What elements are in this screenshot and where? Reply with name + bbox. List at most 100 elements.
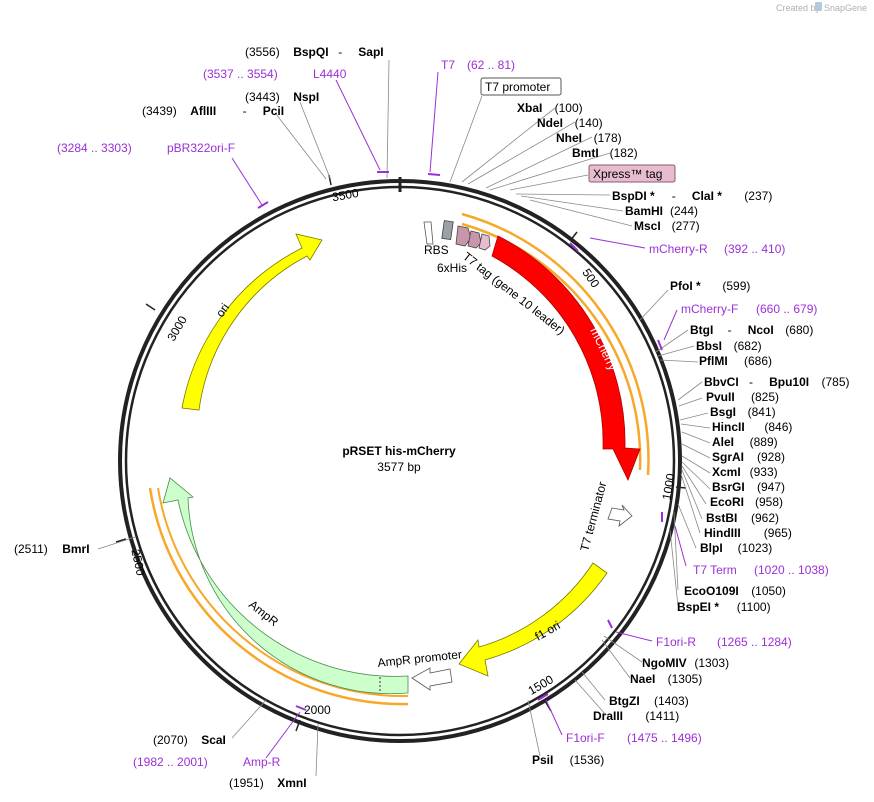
site-label[interactable]: BbsI(682) — [696, 339, 762, 353]
primer-name: mCherry-R — [649, 242, 708, 256]
brand-text: SnapGene — [824, 3, 867, 13]
site-label[interactable]: BspEI *(1100) — [677, 600, 771, 614]
site-position: (1050) — [751, 584, 786, 598]
site-label[interactable]: XcmI(933) — [712, 465, 778, 479]
ori-feature[interactable] — [181, 233, 323, 411]
site-label[interactable]: (3439)AflIII - PciI — [142, 104, 284, 118]
site-label[interactable]: BtgI - NcoI(680) — [690, 323, 813, 337]
site-label[interactable]: (2070)ScaI — [153, 733, 226, 747]
ori-label: ori — [213, 301, 232, 320]
primer-label[interactable]: mCherry-R (392 .. 410) — [649, 242, 785, 256]
site-position: (928) — [757, 450, 785, 464]
primer-label[interactable]: (3284 .. 3303)pBR322ori-F — [57, 141, 235, 155]
site-name: NgoMIV — [642, 656, 687, 670]
6xhis-feature[interactable] — [467, 230, 482, 249]
ampr-highlight — [148, 487, 409, 706]
site-label[interactable]: DraIII(1411) — [593, 709, 679, 723]
primer-label[interactable]: T7 Term(1020 .. 1038) — [693, 563, 829, 577]
t7-terminator-feature[interactable] — [607, 504, 633, 527]
primer-range: (392 .. 410) — [724, 242, 785, 256]
site-name: NdeI — [537, 116, 563, 130]
site-label[interactable]: (3556)BspQI - SapI — [245, 45, 384, 59]
site-name: SapI — [358, 45, 383, 59]
site-label[interactable]: BsrGI(947) — [712, 480, 785, 494]
t7-promoter-arrow[interactable] — [423, 221, 434, 245]
site-name: SgrAI — [712, 450, 744, 464]
xpress-tag-label: Xpress™ tag — [593, 167, 662, 181]
site-name: BstBI — [706, 511, 737, 525]
site-separator: - — [672, 189, 676, 203]
site-label[interactable]: EcoRI(958) — [710, 495, 783, 509]
site-label[interactable]: (1951)XmnI — [229, 776, 307, 790]
site-label[interactable]: PsiI(1536) — [532, 753, 604, 767]
t7-promoter-box[interactable] — [480, 77, 562, 96]
site-name: XcmI — [712, 465, 741, 479]
site-name: AflIII — [190, 104, 216, 118]
site-label[interactable]: HincII(846) — [712, 420, 792, 434]
f1-ori-feature[interactable] — [458, 562, 608, 677]
primer-name: mCherry-F — [681, 302, 738, 316]
xpress-tag-feature[interactable] — [478, 233, 491, 251]
site-name: NaeI — [630, 672, 655, 686]
site-label[interactable]: BamHI(244) — [625, 204, 698, 218]
site-label[interactable]: MscI(277) — [634, 219, 700, 233]
site-label[interactable]: SgrAI (928) — [712, 450, 785, 464]
mcherry-feature[interactable] — [491, 235, 641, 482]
site-label[interactable]: PvuII(825) — [706, 390, 779, 404]
site-label[interactable]: BlpI(1023) — [700, 541, 772, 555]
mcherry-highlight — [461, 212, 650, 476]
primer-marks — [257, 171, 663, 711]
site-name: NcoI — [748, 323, 774, 337]
primer-range: (3537 .. 3554) — [203, 67, 278, 81]
site-position: (1303) — [694, 656, 729, 670]
site-label[interactable]: BtgZI(1403) — [609, 694, 689, 708]
created-by-text: Created by — [776, 3, 821, 13]
site-name: BtgI — [690, 323, 713, 337]
site-position: (599) — [722, 279, 750, 293]
ampr-feature[interactable] — [162, 477, 409, 695]
primer-lines — [231, 71, 687, 759]
site-name: ClaI * — [692, 189, 722, 203]
site-label[interactable]: BspDI * - ClaI *(237) — [612, 189, 772, 203]
primer-range: (1982 .. 2001) — [133, 755, 208, 769]
site-label[interactable]: PfoI * (599) — [670, 279, 750, 293]
site-label[interactable]: BsgI(841) — [710, 405, 776, 419]
site-position: (2070) — [153, 733, 188, 747]
primer-label[interactable]: (3537 .. 3554)L4440 — [203, 67, 347, 81]
primer-label[interactable]: F1ori-R(1265 .. 1284) — [656, 635, 792, 649]
primer-label[interactable]: (1982 .. 2001)Amp-R — [133, 755, 281, 769]
rbs-feature[interactable] — [441, 220, 454, 241]
plasmid-length: 3577 bp — [377, 460, 421, 474]
primer-label[interactable]: T7 (62 .. 81) — [441, 58, 515, 72]
site-label[interactable]: NheI(178) — [556, 131, 622, 145]
primer-label[interactable]: F1ori-F(1475 .. 1496) — [566, 731, 702, 745]
site-label[interactable]: XbaI(100) — [517, 101, 583, 115]
site-name: PfoI * — [670, 279, 701, 293]
site-label[interactable]: BmtI(182) — [572, 146, 638, 160]
site-label[interactable]: NgoMIV (1303) — [642, 656, 729, 670]
site-label[interactable]: NdeI (140) — [537, 116, 603, 130]
site-label[interactable]: (3443)NspI — [245, 90, 319, 104]
site-label[interactable]: AleI(889) — [712, 435, 778, 449]
t7-tag-feature[interactable] — [455, 225, 472, 247]
site-position: (958) — [755, 495, 783, 509]
site-position: (3439) — [142, 104, 177, 118]
site-label[interactable]: BstBI(962) — [706, 511, 779, 525]
primer-range: (62 .. 81) — [467, 58, 515, 72]
site-position: (277) — [672, 219, 700, 233]
site-label[interactable]: (2511)BmrI — [14, 542, 90, 556]
site-label[interactable]: EcoO109I(1050) — [684, 584, 786, 598]
primer-range: (1475 .. 1496) — [627, 731, 702, 745]
site-position: (140) — [575, 116, 603, 130]
primer-name: T7 — [441, 58, 455, 72]
site-label[interactable]: HindIII(965) — [704, 526, 792, 540]
xpress-tag-box[interactable] — [588, 164, 676, 183]
site-label[interactable]: NaeI(1305) — [630, 672, 702, 686]
leader-lines — [97, 59, 711, 777]
site-label[interactable]: BbvCI - Bpu10I(785) — [704, 375, 850, 389]
site-label[interactable]: PflMI(686) — [699, 354, 772, 368]
ampr-promoter-feature[interactable] — [411, 667, 453, 691]
site-name: BmtI — [572, 146, 599, 160]
primer-label[interactable]: mCherry-F(660 .. 679) — [681, 302, 817, 316]
